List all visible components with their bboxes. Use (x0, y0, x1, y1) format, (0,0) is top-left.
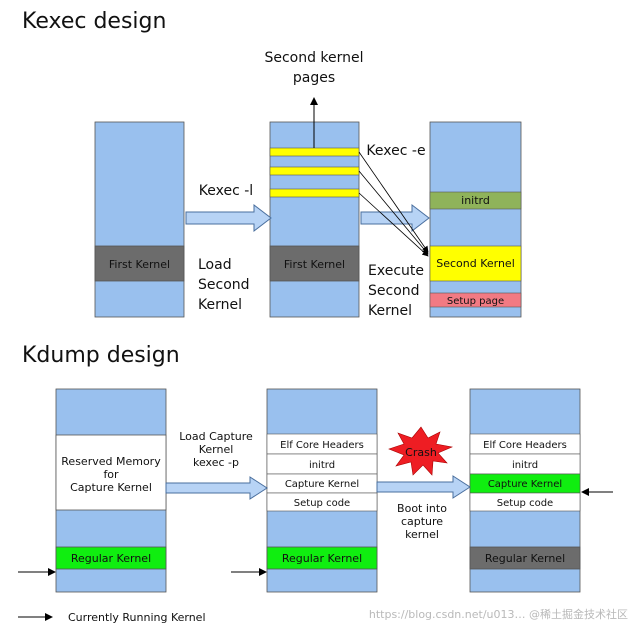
second-kernel-page-3 (269, 188, 360, 198)
second-kernel-page-1 (269, 147, 360, 157)
boot-into-line2: capture (401, 515, 443, 528)
kexec-l-block-arrow (185, 203, 272, 233)
setup-page-label: Setup page (447, 296, 504, 307)
regular-kernel-block-3 (469, 546, 581, 570)
load-capture-block-arrow (165, 476, 268, 500)
regular-kernel-label-2: Regular Kernel (282, 552, 362, 565)
mid-setup-code: Setup code (294, 498, 350, 509)
legend-label: Currently Running Kernel (68, 611, 206, 624)
watermark: https://blog.csdn.net/u013… @稀土掘金技术社区 (369, 607, 628, 621)
second-kernel-label: Second Kernel (436, 257, 515, 270)
right-elf-core-headers: Elf Core Headers (483, 440, 567, 451)
kdump-left-memory-column: Reserved Memory for Capture Kernel Regul… (55, 388, 167, 593)
regular-kernel-label-1: Regular Kernel (71, 552, 151, 565)
load-second-kernel-line1: Load (198, 257, 232, 273)
initrd-label: initrd (461, 194, 490, 207)
right-capture-kernel: Capture Kernel (488, 479, 562, 490)
kexec-l-label: Kexec -l (199, 183, 253, 199)
first-kernel-block-2 (269, 245, 360, 282)
kdump-middle-memory-column: Elf Core Headers initrd Capture Kernel S… (266, 388, 378, 593)
first-kernel-label-1: First Kernel (109, 258, 170, 271)
second-kernel-page-2 (269, 166, 360, 176)
crash-label: Crash (405, 446, 437, 459)
boot-capture-block-arrow (376, 475, 471, 499)
mid-capture-kernel: Capture Kernel (285, 479, 359, 490)
first-kernel-block-1 (94, 245, 185, 282)
regular-kernel-block-2 (266, 546, 378, 570)
page-copy-arrows (358, 151, 429, 257)
kexec-e-block-arrow (360, 203, 430, 233)
kdump-right-memory-column: Elf Core Headers initrd Capture Kernel S… (469, 388, 581, 593)
load-second-kernel-line2: Second (198, 277, 250, 293)
reserved-memory-line2: for (103, 468, 119, 481)
execute-second-kernel-line1: Execute (368, 263, 424, 279)
boot-into-line1: Boot into (397, 502, 447, 515)
right-initrd: initrd (512, 460, 538, 471)
load-second-kernel-line3: Kernel (198, 297, 242, 313)
second-kernel-pages-line2: pages (293, 70, 335, 86)
kexec-right-memory-column: initrd Second Kernel Setup page (429, 121, 522, 318)
setup-page-block (429, 292, 522, 308)
right-setup-code: Setup code (497, 498, 553, 509)
kexec-e-label: Kexec -e (366, 143, 425, 159)
reserved-memory-line1: Reserved Memory (61, 455, 161, 468)
second-kernel-block (429, 245, 522, 282)
kexec-middle-memory-column: First Kernel (269, 121, 360, 318)
execute-second-kernel-line2: Second (368, 283, 420, 299)
load-capture-line2: Kernel (199, 443, 234, 456)
second-kernel-pages-line1: Second kernel (264, 50, 363, 66)
reserved-memory-block (55, 434, 167, 511)
mid-elf-core-headers: Elf Core Headers (280, 440, 364, 451)
reserved-memory-line3: Capture Kernel (70, 481, 152, 494)
crash-starburst-icon (388, 426, 454, 476)
load-capture-line3: kexec -p (193, 456, 239, 469)
first-kernel-label-2: First Kernel (284, 258, 345, 271)
initrd-block (429, 191, 522, 210)
regular-kernel-block-1 (55, 546, 167, 570)
load-capture-line1: Load Capture (179, 430, 253, 443)
regular-kernel-label-3: Regular Kernel (485, 552, 565, 565)
mid-initrd: initrd (309, 460, 335, 471)
kdump-title: Kdump design (22, 343, 180, 368)
kexec-left-memory-column: First Kernel (94, 121, 185, 318)
execute-second-kernel-line3: Kernel (368, 303, 412, 319)
boot-into-line3: kernel (405, 528, 439, 541)
kexec-title: Kexec design (22, 9, 166, 34)
